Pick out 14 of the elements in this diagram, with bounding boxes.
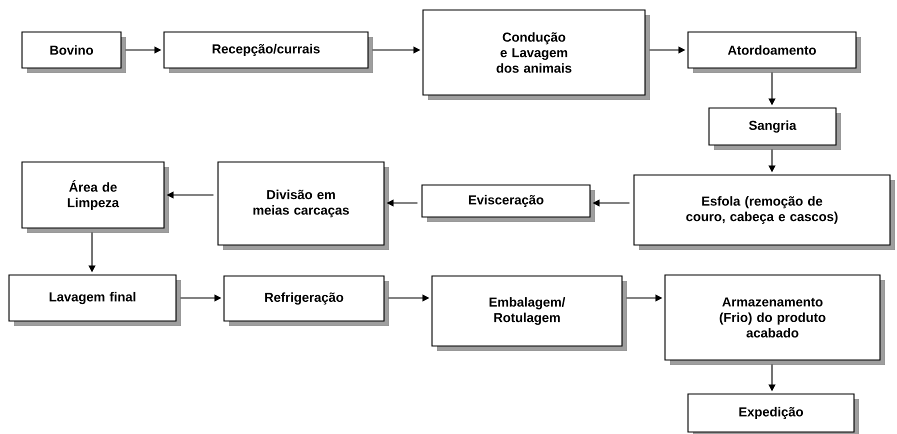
process-box: Lavagem final — [8, 274, 181, 326]
process-box: Condução e Lavagem dos animais — [422, 9, 650, 100]
process-box: Refrigeração — [223, 275, 389, 326]
process-box: Recepção/currais — [163, 31, 373, 73]
process-box: Embalagem/ Rotulagem — [431, 275, 627, 351]
process-box: Evisceração — [421, 184, 595, 222]
process-box: Armazenamento (Frio) do produto acabado — [664, 274, 885, 365]
process-box: Atordoamento — [687, 31, 861, 73]
process-box: Expedição — [687, 393, 859, 434]
process-box: Área de Limpeza — [21, 161, 169, 233]
process-box: Divisão em meias carcaças — [217, 161, 389, 250]
process-box: Esfola (remoção de couro, cabeça e cascos) — [633, 174, 895, 250]
process-box: Sangria — [708, 107, 841, 150]
process-box: Bovino — [21, 31, 126, 73]
